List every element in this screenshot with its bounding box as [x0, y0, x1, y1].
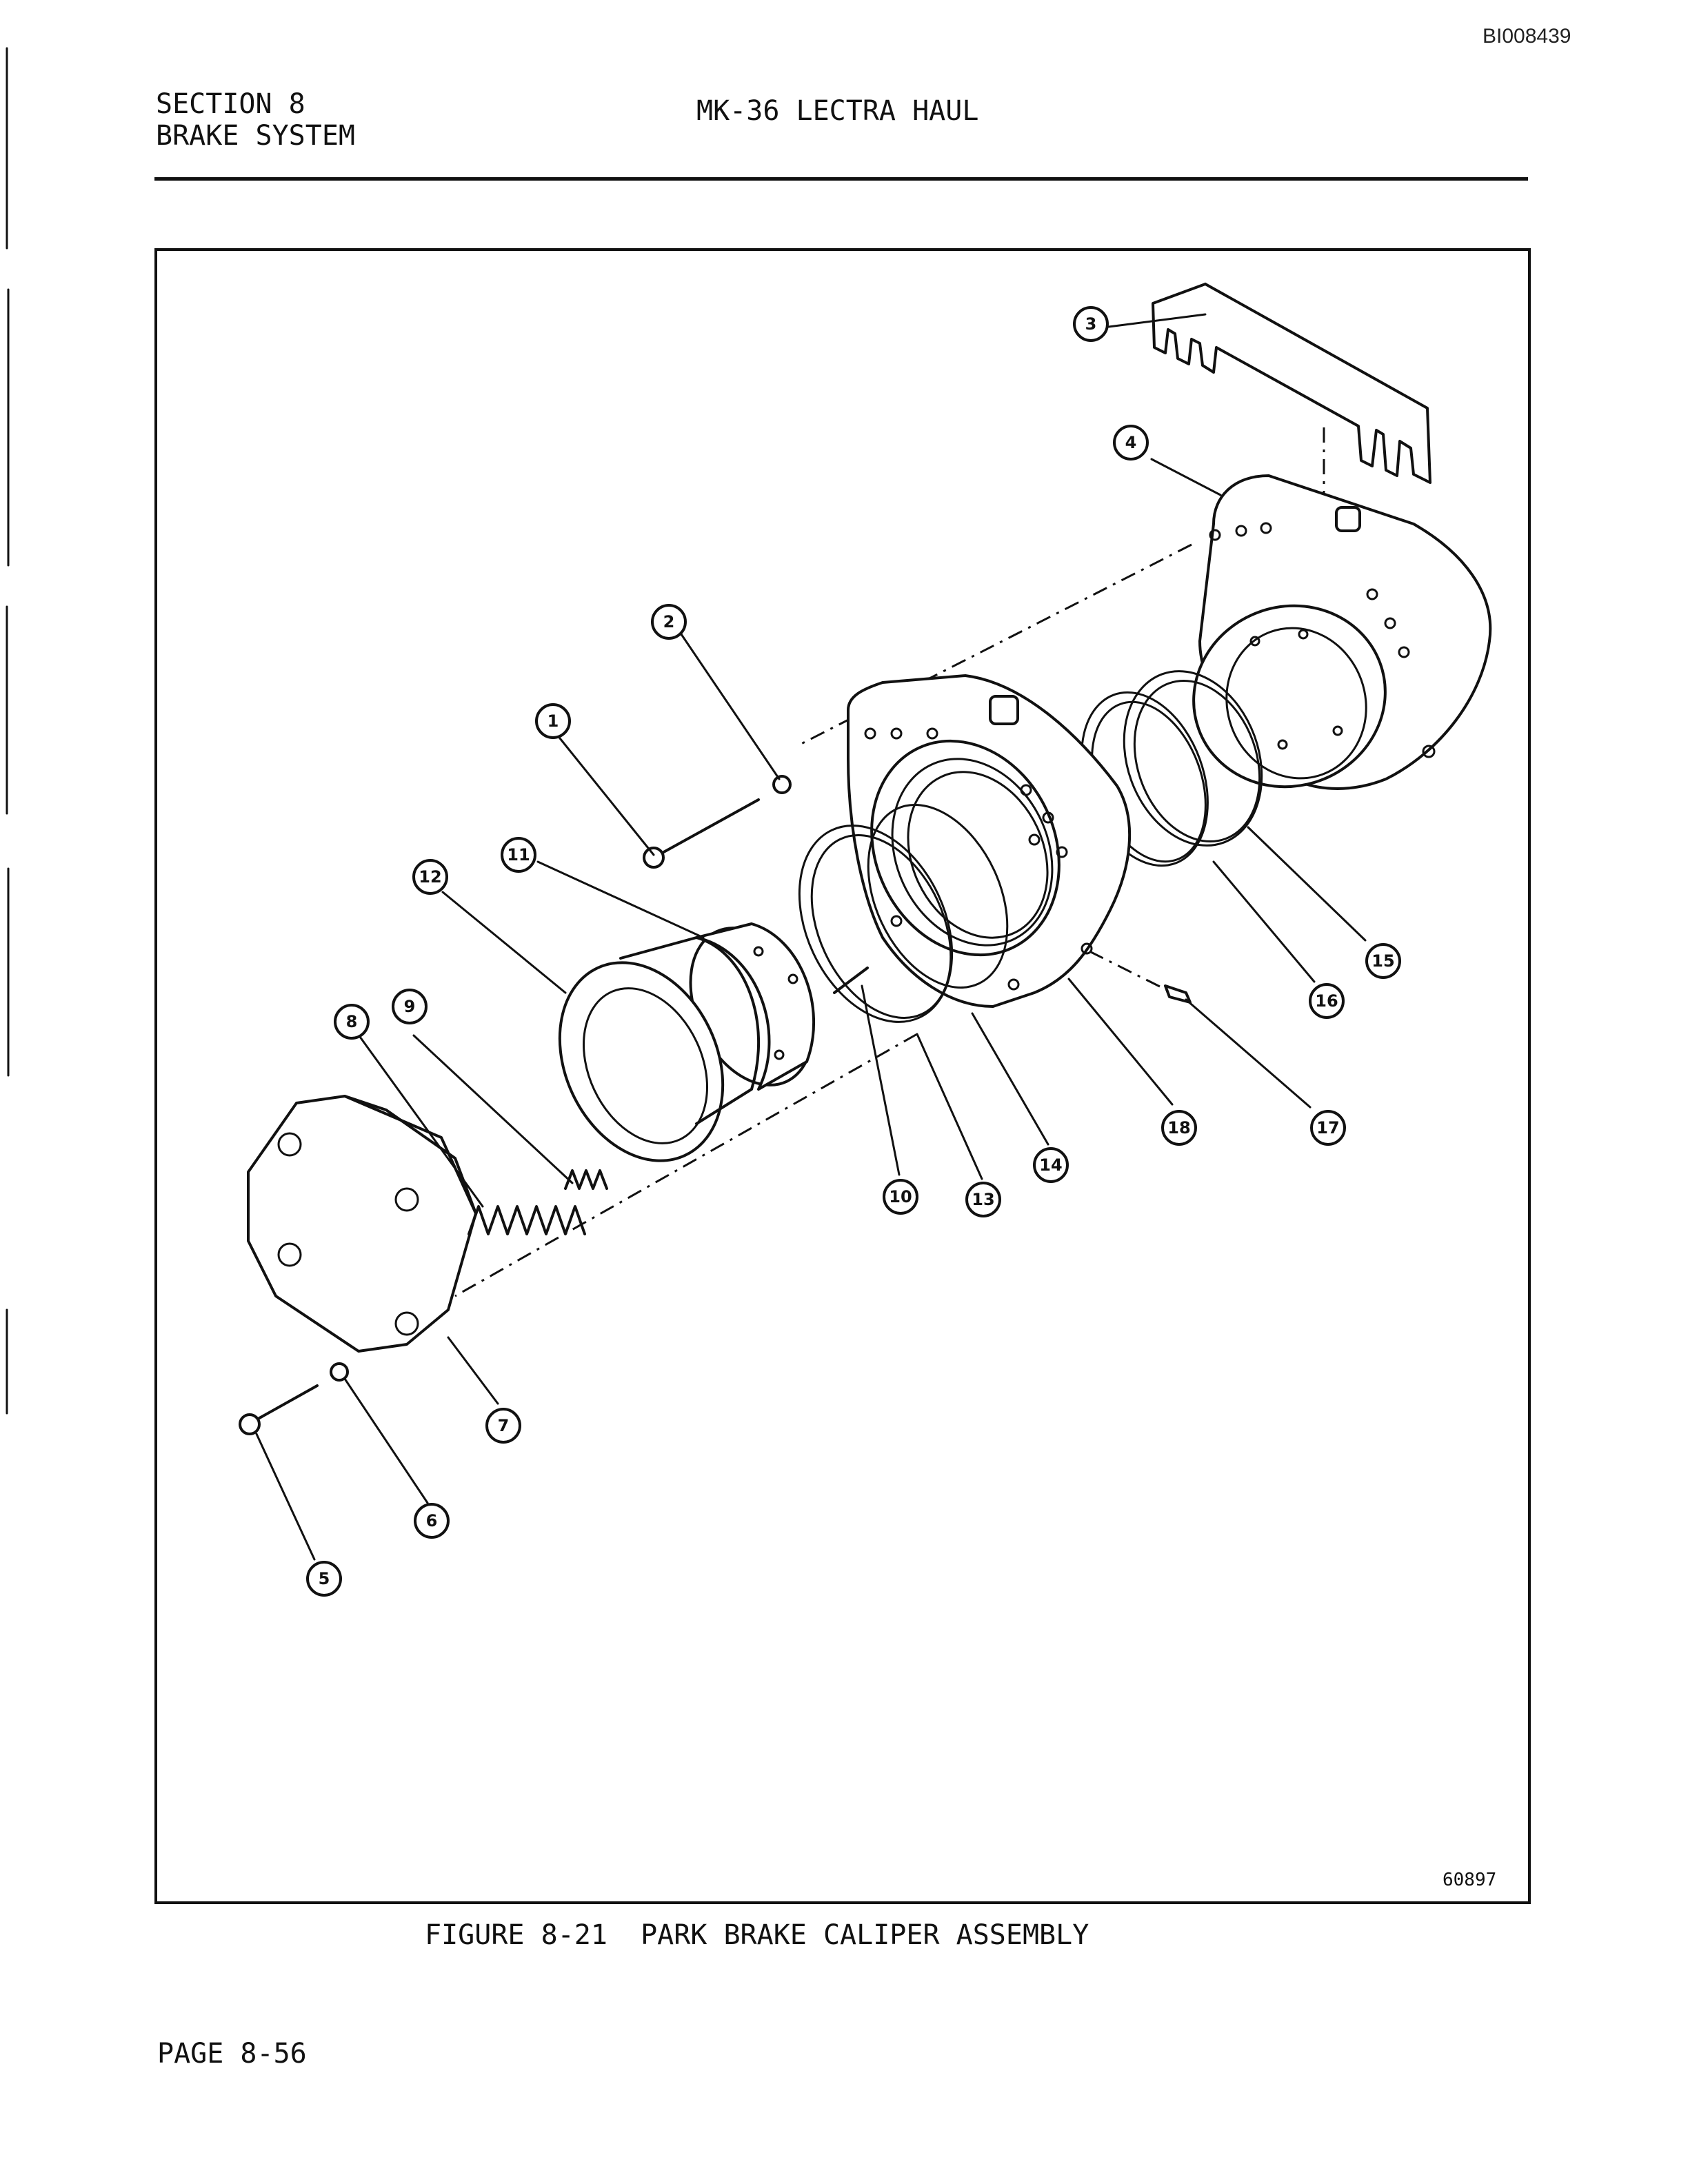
callout-1: 1: [535, 703, 571, 739]
figure-frame: [154, 248, 1531, 1904]
svg-text:12: 12: [419, 867, 441, 887]
part-ring-14: [867, 804, 1009, 989]
callout-14: 14: [1033, 1147, 1069, 1183]
part-bolt-upper: [652, 798, 760, 859]
callout-15: 15: [1365, 943, 1401, 979]
figure-caption: FIGURE 8-21 PARK BRAKE CALIPER ASSEMBLY: [425, 1919, 1089, 1951]
callout-17: 17: [1310, 1110, 1346, 1146]
part-piston: [689, 922, 816, 1091]
part-bolt-head-upper: [643, 847, 665, 869]
scan-edge-marks: [0, 0, 28, 1448]
center-line-upper: [799, 543, 1192, 746]
callout-12: 12: [412, 859, 448, 895]
callout-9: 9: [392, 989, 428, 1024]
svg-text:4: 4: [1125, 433, 1137, 452]
part-seal-outer: [1123, 670, 1263, 847]
part-outer-housing: [1192, 474, 1492, 790]
part-ring-13-edge: [810, 834, 952, 1019]
svg-text:16: 16: [1315, 991, 1338, 1011]
svg-text:10: 10: [889, 1187, 912, 1206]
part-shim: [1152, 283, 1431, 484]
section-title: BRAKE SYSTEM: [156, 120, 355, 152]
part-bolt-head-lower: [239, 1413, 261, 1435]
part-spring: [468, 1205, 586, 1235]
svg-text:1: 1: [547, 711, 559, 731]
callout-11: 11: [501, 837, 536, 873]
part-bolt-lower: [247, 1384, 319, 1426]
svg-text:5: 5: [319, 1569, 330, 1588]
part-seal-outer-inner-edge: [1133, 679, 1261, 843]
part-washer-lower: [330, 1362, 349, 1382]
callout-2: 2: [651, 604, 687, 640]
callout-5: 5: [306, 1561, 342, 1597]
svg-text:2: 2: [663, 612, 675, 631]
part-sleeve: [558, 936, 761, 1162]
bleeder-guide-line: [1089, 950, 1173, 994]
svg-text:3: 3: [1085, 314, 1097, 334]
svg-text:14: 14: [1039, 1155, 1062, 1175]
part-washer-upper: [772, 775, 792, 794]
center-line-lower: [454, 1033, 918, 1297]
callout-6: 6: [414, 1503, 450, 1539]
callout-16: 16: [1309, 983, 1345, 1019]
svg-text:13: 13: [972, 1190, 994, 1209]
callout-18: 18: [1161, 1110, 1197, 1146]
document-id: BI008439: [1483, 25, 1571, 48]
manual-title: MK-36 LECTRA HAUL: [696, 95, 979, 127]
callout-4: 4: [1113, 425, 1149, 461]
part-pin: [833, 967, 869, 994]
part-spring-small: [564, 1169, 608, 1190]
callout-7: 7: [485, 1408, 521, 1444]
part-end-cover: [247, 1095, 477, 1353]
part-ring-13: [798, 825, 954, 1023]
svg-text:8: 8: [346, 1012, 358, 1031]
svg-text:6: 6: [426, 1511, 438, 1530]
svg-text:9: 9: [404, 997, 416, 1016]
svg-text:18: 18: [1167, 1118, 1190, 1138]
callout-13: 13: [965, 1182, 1001, 1217]
svg-text:17: 17: [1316, 1118, 1339, 1138]
callout-3: 3: [1073, 306, 1109, 342]
svg-text:11: 11: [507, 845, 530, 865]
page-number: PAGE 8-56: [157, 2038, 307, 2070]
svg-text:7: 7: [498, 1416, 510, 1435]
part-inner-housing: [847, 674, 1132, 1008]
svg-text:15: 15: [1372, 951, 1394, 971]
drawing-number: 60897: [1443, 1870, 1497, 1890]
callout-10: 10: [883, 1179, 918, 1215]
callout-8: 8: [334, 1004, 370, 1040]
section-number: SECTION 8: [156, 88, 305, 120]
header-rule: [154, 177, 1528, 181]
